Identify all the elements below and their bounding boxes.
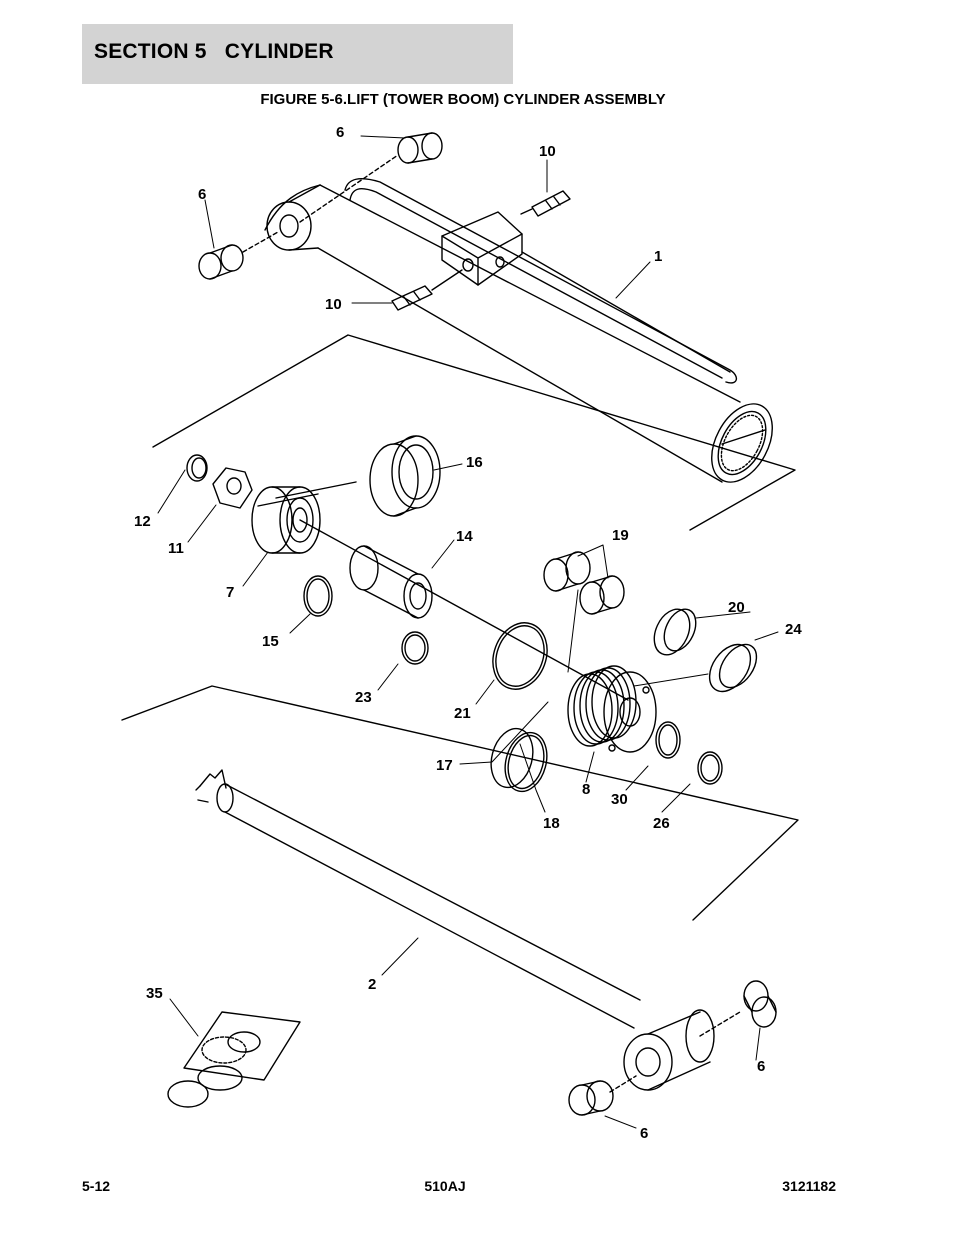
bushing-barrel-lower [198,231,279,280]
lock-ring [186,454,208,482]
callout-label: 20 [728,599,745,616]
o-ring-head [303,575,333,617]
callout-label: 10 [539,143,556,160]
bushing-rod-lower [568,1075,637,1116]
footer-model-wrap: 510AJ [0,1178,954,1194]
piston-seals [490,727,548,793]
callout-label: 35 [146,985,163,1002]
callout-label: 17 [436,757,453,774]
leader-lines [157,135,779,1129]
bushing-rod-upper [699,980,777,1037]
callout-label: 10 [325,296,342,313]
figure-title-wrap: FIGURE 5-6.LIFT (TOWER BOOM) CYLINDER AS… [0,91,954,108]
hose-fitting-upper [520,190,571,217]
callout-label: 19 [612,527,629,544]
callout-label: 14 [456,528,473,545]
wear-rings [543,551,625,615]
cylinder-barrel [264,178,773,483]
callout-label: 11 [168,540,184,557]
hose-fitting-lower [391,269,463,311]
callout-label: 6 [198,186,206,203]
callout-label: 8 [582,781,590,798]
piston [567,665,657,753]
bushing-barrel-upper [299,132,443,223]
callout-label: 12 [134,513,151,530]
callout-label: 6 [640,1125,648,1142]
seal-kit [167,1011,301,1108]
callout-label: 2 [368,976,376,993]
callout-label: 1 [654,248,662,265]
o-ring-small [697,751,723,785]
callout-labels: 6 10 6 1 10 16 12 11 14 19 7 20 24 15 23… [134,124,802,1142]
seal-20 [653,608,697,656]
cylinder-rod [195,769,641,1029]
callout-label: 6 [336,124,344,141]
callout-label: 18 [543,815,560,832]
backup-ring [401,631,429,665]
footer-page-number: 5-12 [82,1178,111,1194]
callout-label: 30 [611,791,628,808]
section-title: SECTION 5 CYLINDER [94,40,334,63]
callout-label: 26 [653,815,670,832]
footer-model: 510AJ [424,1178,466,1194]
lock-nut [212,467,253,509]
callout-label: 21 [454,705,471,722]
callout-label: 24 [785,621,802,638]
retaining-ring [655,721,681,759]
seal-24 [708,643,758,693]
callout-label: 7 [226,584,234,601]
wiper-seal [275,435,441,517]
callout-label: 23 [355,689,372,706]
upper-parts-plane [152,334,796,531]
callout-label: 6 [757,1058,765,1075]
figure-title: FIGURE 5-6.LIFT (TOWER BOOM) CYLINDER AS… [260,91,666,108]
section-banner [82,24,513,84]
rod-centerline [299,519,629,701]
callout-label: 16 [466,454,483,471]
lower-parts-plane [121,685,799,921]
footer-document-number: 3121182 [782,1178,836,1194]
callout-label: 15 [262,633,279,650]
rod-end-boss [623,1009,715,1091]
cylinder-head [251,486,321,554]
o-ring-large [492,622,548,690]
spacer [349,545,433,619]
